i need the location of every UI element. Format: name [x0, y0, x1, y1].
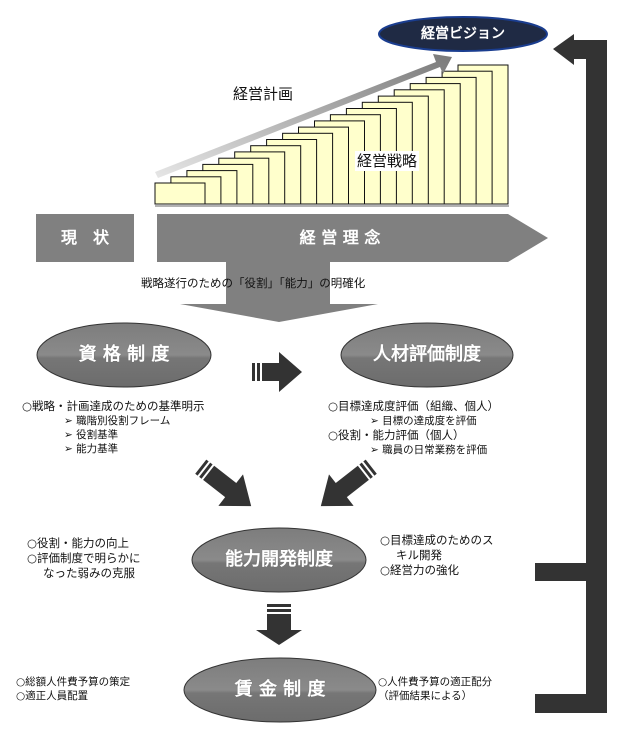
- wage-note: （評価結果による）: [378, 690, 473, 702]
- wage-right-notes: ○人件費予算の適正配分 （評価結果による）: [378, 675, 492, 703]
- stair-step: [154, 182, 206, 205]
- qualification-note: ➢ 能力基準: [64, 443, 119, 455]
- evaluation-label: 人材評価制度: [373, 344, 481, 365]
- development-note: ○目標達成のためのス: [380, 533, 494, 547]
- development-note: ○経営力の強化: [380, 563, 460, 577]
- dev-to-wage-arrow: [256, 604, 302, 645]
- evaluation-ellipse: [340, 322, 514, 388]
- wage-ellipse: [183, 657, 377, 723]
- eval-to-dev-arrow: [320, 459, 377, 507]
- development-left-notes: ○役割・能力の向上 ○評価制度で明らかに なった弱みの克服: [27, 536, 141, 581]
- development-note: なった弱みの克服: [43, 566, 135, 580]
- wage-note: ○総額人件費予算の策定: [16, 676, 131, 688]
- evaluation-note: ➢ 職員の日常業務を評価: [370, 444, 488, 456]
- wage-label: 賃 金 制 度: [234, 679, 326, 700]
- development-note: ○役割・能力の向上: [27, 536, 130, 550]
- plan-label: 経営計画: [233, 85, 294, 103]
- qualification-ellipse: [36, 322, 212, 388]
- philosophy-arrow: [157, 214, 548, 262]
- qualification-note: ➢ 職階別役割フレーム: [64, 415, 171, 427]
- strategy-stairs: [154, 64, 509, 207]
- qual-to-eval-arrow: [252, 352, 302, 392]
- development-label: 能力開発制度: [225, 549, 333, 570]
- development-ellipse: [191, 527, 367, 593]
- vision-ellipse: [378, 16, 548, 52]
- evaluation-note: ○目標達成度評価（組織、個人）: [328, 399, 500, 413]
- qualification-notes: ○戦略・計画達成のための基準明示 ➢ 職階別役割フレーム ➢ 役割基準 ➢ 能力…: [22, 399, 205, 456]
- evaluation-notes: ○目標達成度評価（組織、個人） ➢ 目標の達成度を評価 ○役割・能力評価（個人）…: [328, 399, 499, 457]
- development-note: キル開発: [396, 548, 442, 562]
- vision-label: 経営ビジョン: [421, 26, 505, 42]
- development-note: ○評価制度で明らかに: [27, 551, 141, 565]
- wage-note: ○人件費予算の適正配分: [378, 676, 493, 688]
- feedback-bracket: [535, 34, 607, 713]
- strategy-label: 経営戦略: [355, 151, 420, 171]
- philosophy-label: 経 営 理 念: [299, 228, 381, 247]
- qualification-note: ○戦略・計画達成のための基準明示: [22, 399, 205, 413]
- clarify-down-arrow: [180, 262, 378, 322]
- qualification-note: ➢ 役割基準: [64, 429, 119, 441]
- clarify-caption: 戦略遂行のための「役割」「能力」の明確化: [141, 276, 366, 290]
- evaluation-note: ○役割・能力評価（個人）: [328, 428, 465, 442]
- evaluation-note: ➢ 目標の達成度を評価: [370, 415, 477, 427]
- current-state-box: [36, 214, 134, 262]
- wage-note: ○適正人員配置: [16, 690, 89, 702]
- qual-to-dev-arrow: [195, 459, 252, 507]
- current-state-label: 現 状: [60, 228, 109, 247]
- wage-left-notes: ○総額人件費予算の策定 ○適正人員配置: [16, 675, 130, 703]
- development-right-notes: ○目標達成のためのス キル開発 ○経営力の強化: [380, 533, 494, 578]
- qualification-label: 資 格 制 度: [78, 344, 170, 365]
- plan-arrow: [155, 54, 452, 178]
